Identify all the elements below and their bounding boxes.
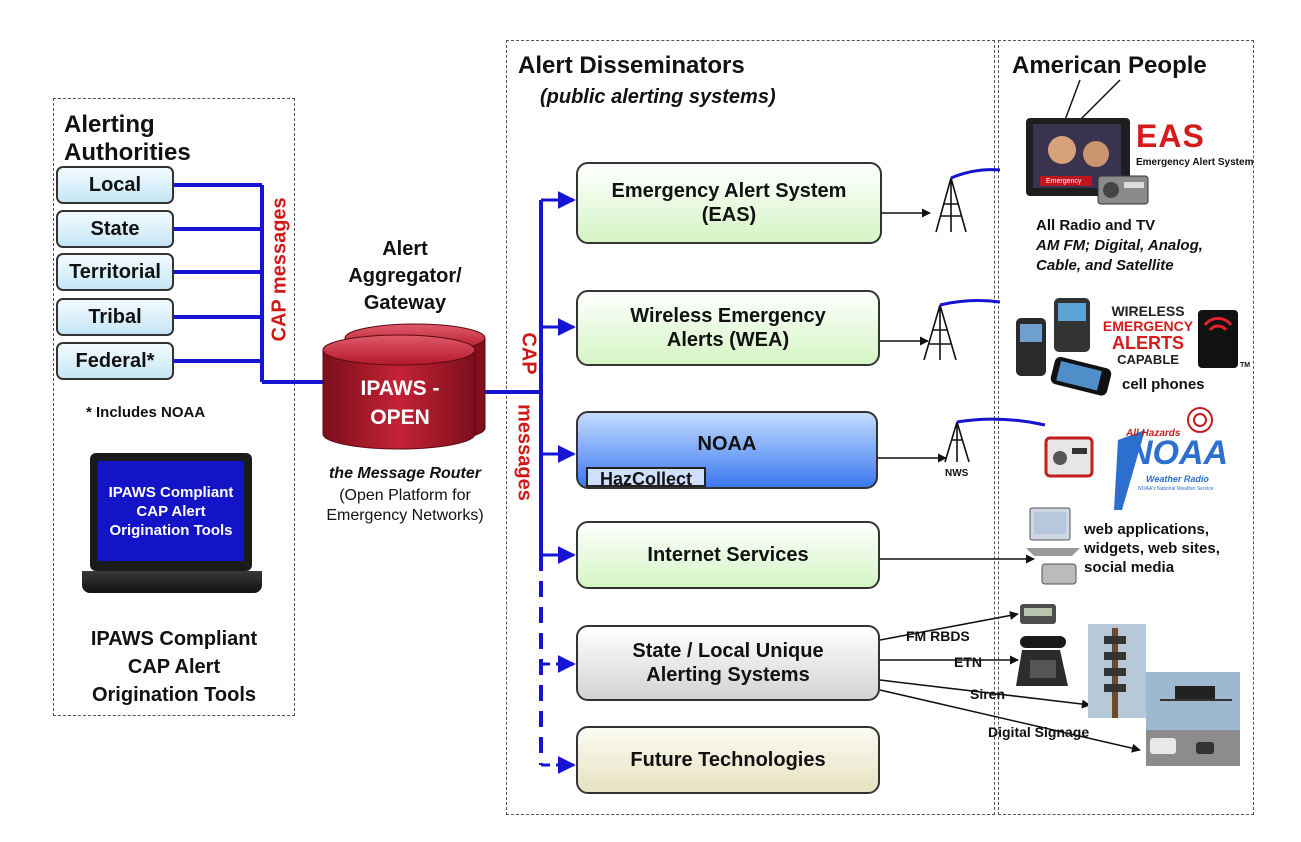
tools-caption: IPAWS Compliant CAP Alert Origination To… — [56, 625, 292, 709]
gateway-title-line: Alert — [382, 238, 428, 260]
nws-label: NWS — [945, 468, 969, 479]
authority-connectors — [174, 183, 541, 394]
authority-federal[interactable]: Federal* — [56, 342, 174, 380]
cell-phones-icon — [1016, 298, 1112, 396]
fm-rbds-label: FM RBDS — [906, 628, 970, 644]
radio-tv-line: AM FM; Digital, Analog, — [1036, 237, 1203, 254]
authority-local[interactable]: Local — [56, 166, 174, 204]
web-caption: web applications, widgets, web sites, so… — [1084, 520, 1220, 577]
hazcollect-label: HazCollect — [586, 467, 706, 489]
message-router-desc: (Open Platform for Emergency Networks) — [300, 486, 510, 526]
wea-logo-line: CAPABLE — [1117, 352, 1179, 367]
authorities-title: Alerting Authorities — [64, 111, 191, 166]
system-eas-line: Emergency Alert System — [611, 180, 847, 202]
system-state-local-line: State / Local Unique — [632, 640, 824, 662]
wea-logo-text: WIRELESS EMERGENCY ALERTS CAPABLE — [1098, 303, 1198, 368]
message-router-label: the Message Router — [328, 465, 482, 482]
web-caption-line: social media — [1084, 559, 1175, 576]
cap-label-mid: CAP — [517, 332, 540, 375]
messages-label-mid: messages — [513, 404, 536, 501]
wea-tm: TM — [1240, 362, 1251, 369]
cell-tower-icon — [923, 299, 1001, 361]
db-label: IPAWS - OPEN — [330, 374, 470, 432]
db-label-line: IPAWS - — [360, 377, 440, 400]
wea-logo-line: EMERGENCY — [1102, 318, 1194, 334]
broadcast-tower-icon — [935, 168, 1001, 233]
laptop-screen-text: IPAWS Compliant CAP Alert Origination To… — [108, 483, 234, 539]
authority-territorial[interactable]: Territorial — [56, 253, 174, 291]
computer-icon — [1026, 507, 1080, 585]
eas-logo-sub: Emergency Alert System — [1136, 157, 1254, 168]
authority-tribal[interactable]: Tribal — [56, 298, 174, 336]
radio-tv-line: Cable, and Satellite — [1036, 257, 1174, 274]
tools-caption-line: CAP Alert — [127, 656, 221, 678]
gateway-title-line: Gateway — [363, 292, 447, 314]
radio-tv-caption: All Radio and TV AM FM; Digital, Analog,… — [1036, 216, 1203, 276]
noaa-logo-shape — [1114, 407, 1213, 510]
laptop-icon: IPAWS Compliant CAP Alert Origination To… — [82, 453, 262, 603]
system-noaa[interactable]: NOAA HazCollect — [576, 411, 878, 489]
web-caption-line: widgets, web sites, — [1084, 540, 1220, 557]
people-title: American People — [1012, 52, 1207, 79]
wea-logo-line: ALERTS — [1112, 333, 1184, 353]
siren-icon — [1088, 624, 1146, 718]
system-eas[interactable]: Emergency Alert System (EAS) — [576, 162, 882, 244]
router-desc-line: (Open Platform for — [339, 487, 471, 504]
system-eas-line: (EAS) — [701, 204, 757, 226]
gateway-title-line: Aggregator/ — [348, 265, 462, 287]
tools-caption-line: IPAWS Compliant — [90, 628, 258, 650]
system-arrows — [541, 191, 576, 774]
digital-signage-label: Digital Signage — [988, 724, 1090, 740]
cap-messages-label-left: CAP messages — [268, 197, 291, 342]
db-label-line: OPEN — [370, 406, 430, 429]
eas-logo: EAS — [1136, 118, 1205, 154]
includes-noaa-note: * Includes NOAA — [86, 404, 206, 421]
pager-icon — [1020, 604, 1056, 624]
cell-phones-caption: cell phones — [1122, 376, 1205, 393]
desk-phone-icon — [1016, 636, 1068, 686]
disseminators-subtitle: (public alerting systems) — [540, 86, 776, 108]
system-internet[interactable]: Internet Services — [576, 521, 880, 589]
system-wea-line: Wireless Emergency — [630, 305, 826, 327]
digital-signage-icon — [1146, 672, 1240, 766]
etn-label: ETN — [954, 654, 982, 670]
system-future-line: Future Technologies — [630, 749, 826, 771]
radio-tv-line: All Radio and TV — [1036, 217, 1156, 234]
weather-radio-icon — [1044, 436, 1094, 478]
wea-logo — [1198, 310, 1238, 368]
system-noaa-line: NOAA — [697, 433, 757, 455]
disseminators-title: Alert Disseminators — [518, 52, 745, 79]
system-internet-line: Internet Services — [647, 544, 809, 566]
noaa-logo-sub: Weather Radio — [1146, 474, 1209, 484]
tools-caption-line: Origination Tools — [91, 684, 257, 706]
system-state-local[interactable]: State / Local Unique Alerting Systems — [576, 625, 880, 701]
gateway-title: Alert Aggregator/ Gateway — [340, 236, 470, 317]
router-desc-line: Emergency Networks) — [326, 507, 484, 524]
siren-label: Siren — [970, 686, 1006, 702]
system-wea[interactable]: Wireless Emergency Alerts (WEA) — [576, 290, 880, 366]
alerting-authorities-panel — [53, 98, 295, 716]
noaa-logo-top: All Hazards — [1126, 428, 1181, 439]
nws-tower-icon — [944, 417, 1046, 463]
wea-logo-line: WIRELESS — [1111, 303, 1185, 319]
alert-disseminators-panel — [506, 40, 995, 815]
laptop-screen: IPAWS Compliant CAP Alert Origination To… — [98, 461, 244, 561]
system-future[interactable]: Future Technologies — [576, 726, 880, 794]
american-people-panel — [998, 40, 1254, 815]
output-arrows — [876, 208, 1141, 753]
noaa-logo-text: NOAA — [1128, 434, 1229, 472]
web-caption-line: web applications, — [1084, 521, 1210, 538]
tv-emergency-badge: Emergency — [1046, 178, 1082, 185]
authority-state[interactable]: State — [56, 210, 174, 248]
system-state-local-line: Alerting Systems — [646, 664, 810, 686]
radio-icon — [1097, 175, 1149, 205]
system-wea-line: Alerts (WEA) — [666, 329, 790, 351]
ipaws-open-database — [322, 323, 486, 450]
noaa-logo-fine: NOAA's National Weather Service — [1138, 486, 1214, 492]
